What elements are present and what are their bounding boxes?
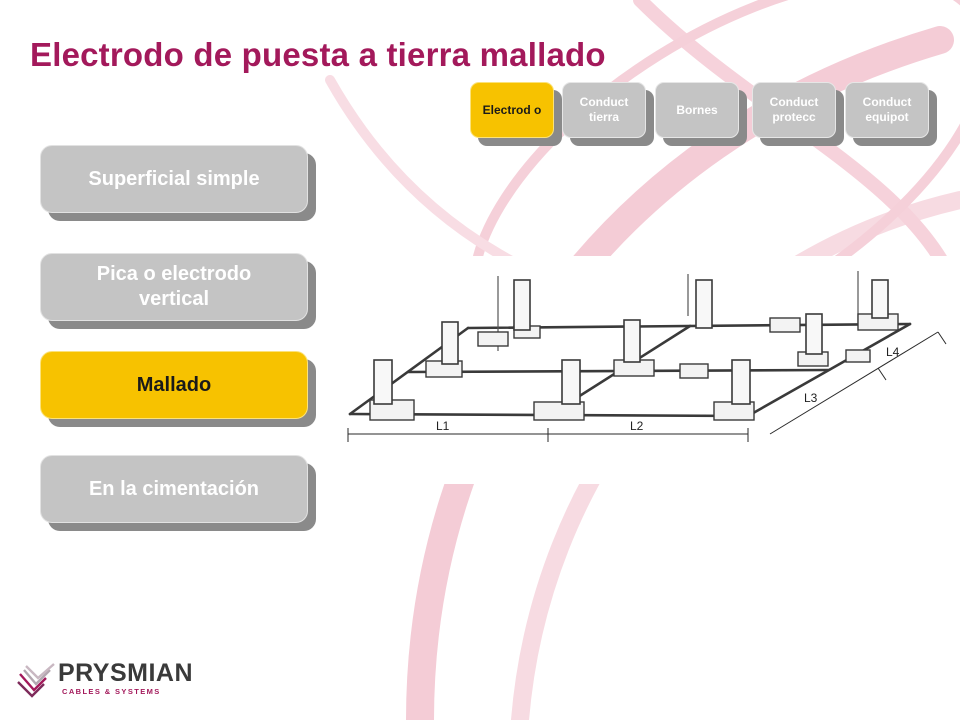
mesh-grounding-diagram: L1 L2 L3 L4 bbox=[338, 256, 960, 484]
logo-name: PRYSMIAN bbox=[58, 659, 194, 687]
column bbox=[623, 319, 641, 363]
column bbox=[805, 313, 823, 355]
tab-conduct-equipot[interactable]: Conduct equipot bbox=[845, 82, 937, 146]
column bbox=[561, 359, 581, 405]
prysmian-logo: PRYSMIAN CABLES & SYSTEMS bbox=[16, 656, 248, 704]
foundation-block bbox=[533, 401, 585, 421]
column bbox=[441, 321, 459, 365]
dimension-line-right bbox=[769, 331, 939, 435]
en-la-cimentacion-button[interactable]: En la cimentación bbox=[40, 455, 316, 531]
prysmian-logo-mark-icon bbox=[17, 663, 55, 698]
tab-conduct-tierra[interactable]: Conduct tierra bbox=[562, 82, 654, 146]
pica-electrodo-vertical-button[interactable]: Pica o electrodo vertical bbox=[40, 253, 316, 329]
superficial-simple-button[interactable]: Superficial simple bbox=[40, 145, 316, 221]
tab-conduct-tierra-label: Conduct tierra bbox=[562, 82, 646, 138]
tab-bornes[interactable]: Bornes bbox=[655, 82, 747, 146]
foundation-block bbox=[477, 331, 509, 347]
label-l3: L3 bbox=[804, 391, 818, 405]
column bbox=[513, 279, 531, 331]
page-title: Electrodo de puesta a tierra mallado bbox=[30, 36, 606, 73]
tab-electrodo-label: Electrod o bbox=[470, 82, 554, 138]
mallado-button[interactable]: Mallado bbox=[40, 351, 316, 427]
label-l4: L4 bbox=[886, 345, 900, 359]
tab-conduct-equipot-label: Conduct equipot bbox=[845, 82, 929, 138]
column bbox=[731, 359, 751, 405]
logo-subtitle: CABLES & SYSTEMS bbox=[62, 687, 161, 696]
tab-conduct-protecc[interactable]: Conduct protecc bbox=[752, 82, 844, 146]
label-l2: L2 bbox=[630, 419, 644, 433]
foundation-block bbox=[769, 317, 801, 333]
mallado-label: Mallado bbox=[40, 351, 308, 419]
label-l1: L1 bbox=[436, 419, 450, 433]
pica-electrodo-vertical-label: Pica o electrodo vertical bbox=[40, 253, 308, 321]
superficial-simple-label: Superficial simple bbox=[40, 145, 308, 213]
column bbox=[373, 359, 393, 405]
tab-bornes-label: Bornes bbox=[655, 82, 739, 138]
foundation-block bbox=[845, 349, 871, 363]
column bbox=[695, 279, 713, 329]
en-la-cimentacion-label: En la cimentación bbox=[40, 455, 308, 523]
tab-conduct-protecc-label: Conduct protecc bbox=[752, 82, 836, 138]
tab-electrodo[interactable]: Electrod o bbox=[470, 82, 562, 146]
column bbox=[871, 279, 889, 319]
foundation-block bbox=[679, 363, 709, 379]
